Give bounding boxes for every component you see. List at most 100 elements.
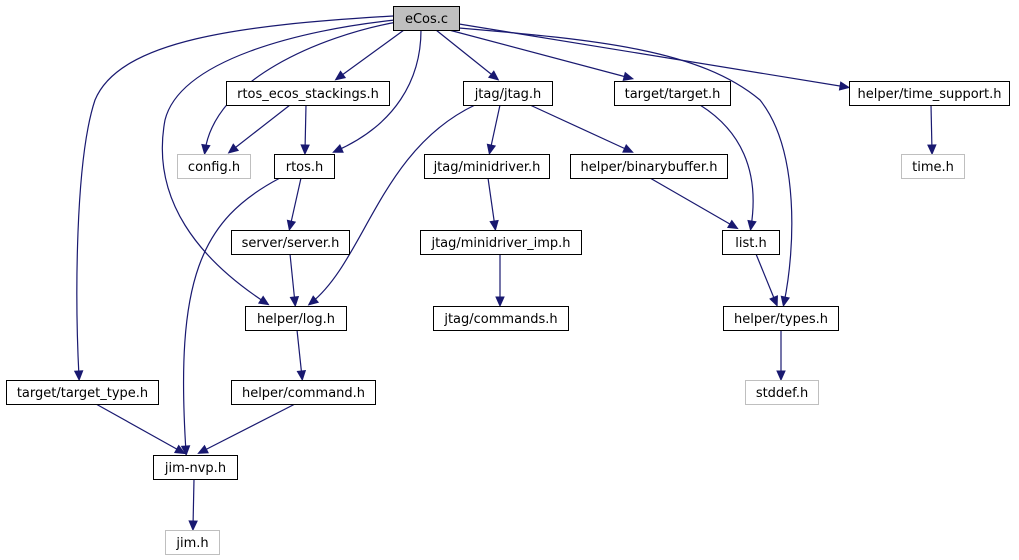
edge-arrowhead <box>201 143 211 156</box>
edge-helper_time_support_h-to-time_h <box>927 104 937 156</box>
edge-line <box>289 177 302 228</box>
node-config-h: config.h <box>177 154 251 179</box>
edge-rtos_ecos_stackings_h-to-config_h <box>227 104 291 154</box>
node-label: time.h <box>912 160 954 175</box>
edge-line <box>230 104 291 152</box>
edge-arrowhead <box>289 296 300 308</box>
edge-line <box>337 29 405 79</box>
edge-jim_nvp_h-to-jim_h <box>188 478 198 532</box>
edge-ecos_c-to-jtag_jtag_h <box>435 29 500 81</box>
edge-line <box>755 253 777 304</box>
edge-line <box>296 329 303 378</box>
edge-arrowhead <box>180 445 191 457</box>
edge-arrowhead <box>489 219 499 232</box>
node-label: jim.h <box>175 536 208 551</box>
edge-line <box>930 104 933 152</box>
edge-arrowhead <box>747 219 757 232</box>
edge-arrowhead <box>73 370 84 382</box>
node-label: jtag/jtag.h <box>474 87 542 102</box>
edge-arrowhead <box>296 370 307 382</box>
node-box <box>901 154 965 179</box>
node-box <box>231 230 350 255</box>
node-label: server/server.h <box>242 236 340 251</box>
node-box <box>424 154 550 179</box>
node-helper-binarybuffer-h[interactable]: helper/binarybuffer.h <box>570 154 728 179</box>
edge-line <box>182 177 281 453</box>
node-box <box>420 230 582 255</box>
node-jtag-commands-h[interactable]: jtag/commands.h <box>433 306 569 331</box>
node-jtag-minidriver-h[interactable]: jtag/minidriver.h <box>424 154 550 179</box>
node-helper-types-h[interactable]: helper/types.h <box>723 306 839 331</box>
edge-line <box>458 23 847 88</box>
node-label: helper/types.h <box>734 312 828 327</box>
node-box <box>614 81 731 106</box>
edge-line <box>310 104 476 304</box>
edge-arrowhead <box>300 144 310 156</box>
node-label: helper/binarybuffer.h <box>581 160 718 175</box>
node-box <box>231 380 376 405</box>
edge-arrowhead <box>769 295 778 307</box>
edge-ecos_c-to-helper_time_support_h <box>458 23 851 91</box>
edge-target_target_h-to-list_h <box>699 104 757 232</box>
edge-arrowhead <box>197 444 209 454</box>
edge-line <box>448 29 631 79</box>
edges-layer <box>73 15 937 532</box>
edge-jtag_minidriver_imp_h-to-jtag_commands_h <box>495 254 505 308</box>
node-label: rtos_ecos_stackings.h <box>237 87 379 102</box>
node-helper-log-h[interactable]: helper/log.h <box>245 306 347 331</box>
edge-arrowhead <box>838 81 851 91</box>
edge-helper_types_h-to-stddef_h <box>776 330 786 382</box>
edge-line <box>192 478 195 528</box>
edge-line <box>649 177 736 228</box>
node-helper-time-support-h[interactable]: helper/time_support.h <box>849 81 1010 106</box>
node-target-target-type-h[interactable]: target/target_type.h <box>6 380 159 405</box>
node-box <box>6 380 159 405</box>
edge-arrowhead <box>188 520 198 532</box>
edge-ecos_c-to-target_target_type_h <box>73 15 394 382</box>
node-label: jtag/commands.h <box>443 312 557 327</box>
node-box <box>245 306 347 331</box>
edge-arrowhead <box>927 144 937 156</box>
edge-line <box>304 104 307 152</box>
node-jtag-minidriver-imp-h[interactable]: jtag/minidriver_imp.h <box>420 230 582 255</box>
edge-helper_log_h-to-helper_command_h <box>296 329 307 382</box>
node-list-h[interactable]: list.h <box>722 230 780 255</box>
node-jtag-jtag-h[interactable]: jtag/jtag.h <box>463 81 553 106</box>
node-box <box>722 230 780 255</box>
node-target-target-h[interactable]: target/target.h <box>614 81 731 106</box>
node-label: helper/command.h <box>242 386 365 401</box>
node-jim-nvp-h[interactable]: jim-nvp.h <box>153 455 238 480</box>
edge-arrowhead <box>622 143 634 153</box>
node-box <box>723 306 839 331</box>
node-server-server-h[interactable]: server/server.h <box>231 230 350 255</box>
node-label: target/target_type.h <box>17 386 148 401</box>
edge-line <box>435 29 497 79</box>
edge-line <box>161 19 396 304</box>
edge-ecos_c-to-rtos_ecos_stackings_h <box>334 29 405 81</box>
edge-arrowhead <box>332 144 344 153</box>
node-label: jtag/minidriver_imp.h <box>430 236 570 251</box>
edge-ecos_c-to-rtos_h <box>332 29 422 153</box>
node-box <box>463 81 553 106</box>
edge-helper_binarybuffer_h-to-list_h <box>649 177 739 230</box>
edge-jtag_jtag_h-to-helper_log_h <box>307 104 476 306</box>
edge-ecos_c-to-helper_log_h <box>161 19 396 306</box>
node-rtos-ecos-stackings-h[interactable]: rtos_ecos_stackings.h <box>226 81 390 106</box>
edge-list_h-to-helper_types_h <box>755 253 778 307</box>
node-rtos-h[interactable]: rtos.h <box>274 154 335 179</box>
edge-line <box>289 253 296 304</box>
node-box <box>393 6 460 31</box>
node-helper-command-h[interactable]: helper/command.h <box>231 380 376 405</box>
node-box <box>745 380 819 405</box>
edge-line <box>487 177 496 228</box>
node-box <box>165 530 220 555</box>
edge-line <box>489 104 501 152</box>
node-label: jtag/minidriver.h <box>433 160 541 175</box>
edge-arrowhead <box>227 143 240 154</box>
node-ecos-c[interactable]: eCos.c <box>393 6 460 31</box>
edge-line <box>95 403 183 453</box>
edge-jtag_minidriver_h-to-jtag_minidriver_imp_h <box>487 177 499 232</box>
edge-target_target_type_h-to-jim_nvp_h <box>95 403 186 455</box>
node-jim-h: jim.h <box>165 530 220 555</box>
node-box <box>274 154 335 179</box>
